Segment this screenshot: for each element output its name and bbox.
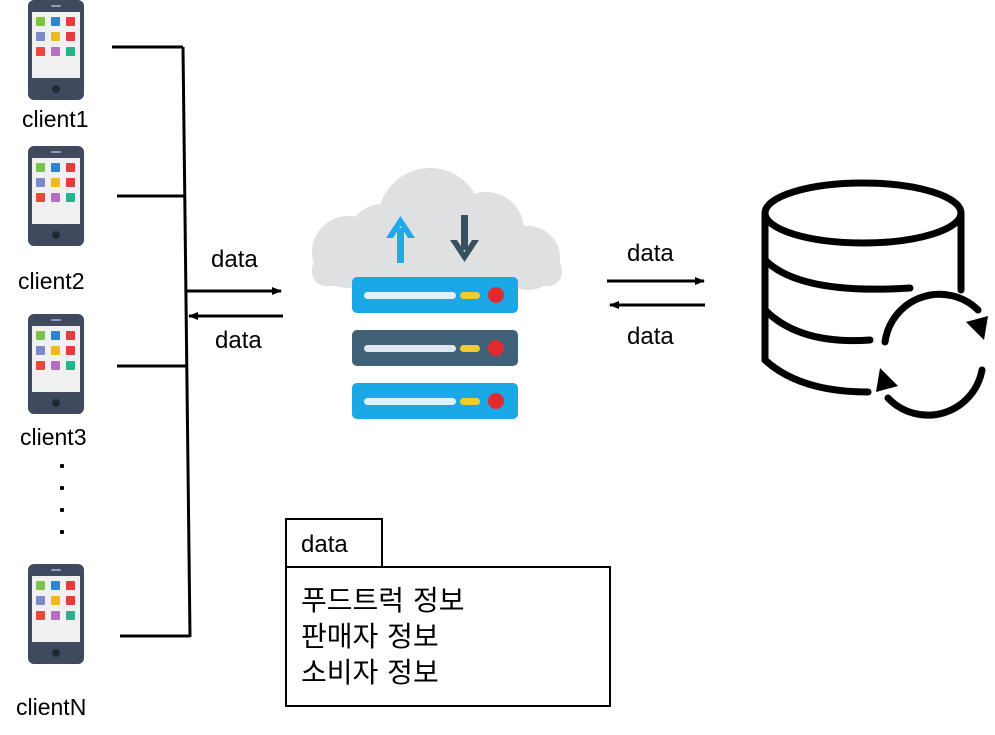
to-db-label: data <box>627 240 674 267</box>
data-box-line: 판매자 정보 <box>301 620 439 653</box>
from-server-label: data <box>215 327 262 354</box>
clientN-phone-icon <box>28 564 84 664</box>
server-rack-3 <box>352 383 518 419</box>
client-label: client3 <box>20 424 87 450</box>
data-box-tab: data <box>285 518 383 566</box>
ellipsis-dots <box>60 464 64 536</box>
server-rack-2 <box>352 330 518 366</box>
client-label: client2 <box>18 268 85 294</box>
client-bus-lines <box>112 45 192 638</box>
client-label: client1 <box>22 106 89 132</box>
client2-phone-icon <box>28 146 84 246</box>
data-box-tab-label: data <box>301 531 348 558</box>
to-server-label: data <box>211 246 258 273</box>
data-box-line: 푸드트럭 정보 <box>301 584 465 617</box>
client-label: clientN <box>16 694 87 720</box>
arrow-up-icon <box>386 216 415 263</box>
database-sync-icon <box>761 179 988 419</box>
cloud-server-icon <box>312 168 562 419</box>
arrow-down-icon <box>450 215 479 262</box>
client1-phone-icon <box>28 0 84 100</box>
from-db-label: data <box>627 323 674 350</box>
server-rack-1 <box>352 277 518 313</box>
data-box-line: 소비자 정보 <box>301 656 439 689</box>
client3-phone-icon <box>28 314 84 414</box>
data-box: 푸드트럭 정보 판매자 정보 소비자 정보 <box>285 566 611 707</box>
